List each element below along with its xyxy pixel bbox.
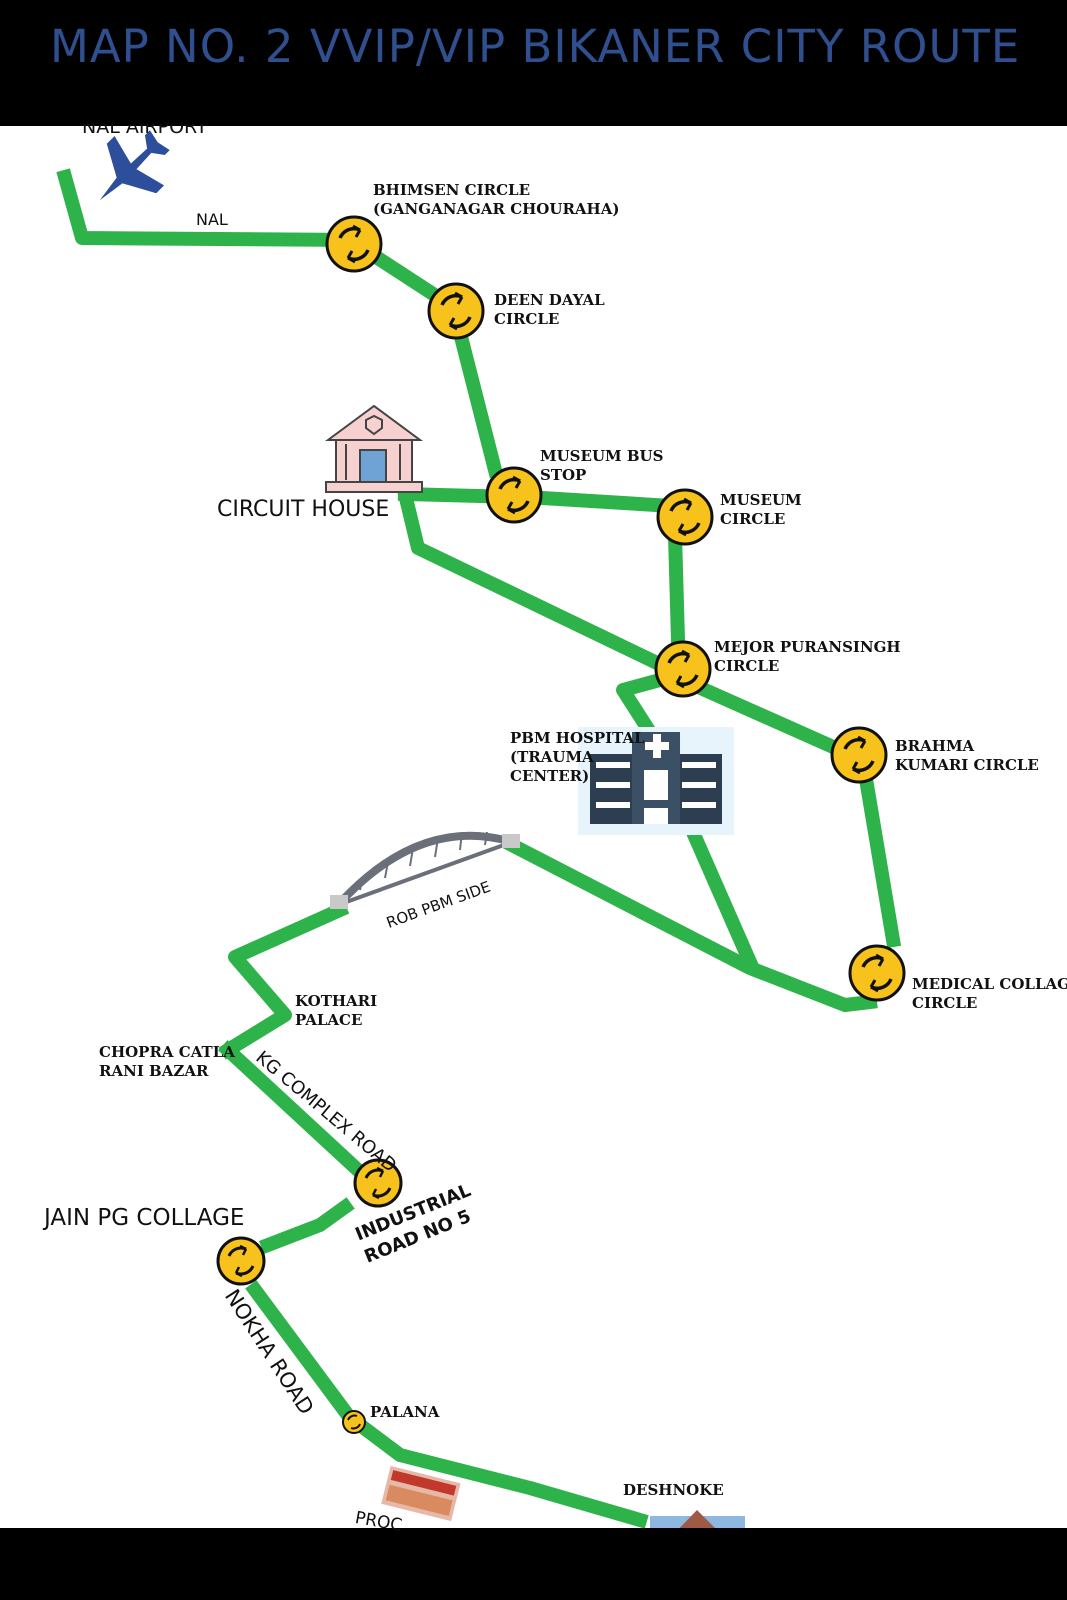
route-segment-mejor-brahma: [695, 680, 850, 760]
bhimsen-circle-label: BHIMSEN CIRCLE (GANGANAGAR CHOURAHA): [373, 181, 620, 218]
roundabout-icon: [830, 726, 888, 784]
hospital-icon: [578, 727, 734, 835]
deshnoke-label: DESHNOKE: [623, 1481, 724, 1499]
route-segment-medical-rob: [500, 834, 878, 1012]
roundabout-icon: [427, 282, 485, 340]
nal-label: NAL: [196, 210, 228, 229]
route-segment-museum-circle-mejor: [667, 527, 686, 648]
page-title: MAP NO. 2 VVIP/VIP BIKANER CITY ROUTE: [50, 20, 1021, 73]
roundabouts: [216, 215, 906, 1434]
deen-dayal-circle-label: DEEN DAYAL CIRCLE: [494, 291, 605, 328]
airplane-icon: [99, 130, 170, 201]
route-segment-hospital-medical-link: [682, 820, 760, 972]
route-segment-deen-dayal-museum-bus-stop: [449, 316, 504, 479]
government-building-icon: [324, 404, 424, 493]
route-segment-museum-bus-stop-circuit-house: [397, 486, 488, 504]
procession-photo: [377, 1462, 465, 1525]
route-segment-airport-bhimsen: [56, 168, 358, 248]
chopra-catla-label: CHOPRA CATLA RANI BAZAR: [99, 1043, 235, 1080]
jain-pg-collage-label: JAIN PG COLLAGE: [44, 1205, 245, 1231]
route-segment-circuit-house-mejor: [396, 485, 665, 672]
palana-label: PALANA: [370, 1403, 440, 1421]
route-lines: [56, 168, 902, 1529]
circuit-house-label: CIRCUIT HOUSE: [217, 497, 390, 522]
roundabout-icon: [654, 640, 712, 698]
roundabout-icon: [342, 1410, 366, 1434]
header-band: MAP NO. 2 VVIP/VIP BIKANER CITY ROUTE: [0, 0, 1067, 126]
roundabout-icon: [848, 944, 906, 1002]
museum-circle-label: MUSEUM CIRCLE: [720, 491, 802, 528]
roundabout-icon: [353, 1158, 403, 1208]
footer-band: [0, 1528, 1067, 1600]
museum-bus-stop-label: MUSEUM BUS STOP: [540, 447, 664, 484]
route-segment-brahma-medical: [858, 776, 902, 949]
route-segment-industrial-jain: [258, 1197, 355, 1255]
rob-bridge: [330, 831, 520, 909]
route-segment-mejor-hospital-link: [616, 671, 669, 750]
mejor-puransingh-circle-label: MEJOR PURANSINGH CIRCLE: [714, 638, 901, 675]
roundabout-icon: [656, 488, 714, 546]
roundabout-icon: [485, 466, 543, 524]
kothari-palace-label: KOTHARI PALACE: [295, 992, 378, 1029]
route-segment-nokha-road: [245, 1280, 360, 1428]
brahma-kumari-circle-label: BRAHMA KUMARI CIRCLE: [895, 737, 1039, 774]
route-segment-palana-deshnoke: [350, 1415, 649, 1529]
bridge-icon: [330, 831, 520, 909]
route-segment-rob-kothari: [218, 900, 350, 1060]
roundabout-icon: [325, 215, 383, 273]
route-segment-chopra-kg-complex: [218, 1040, 370, 1182]
airport-label: NAL AIRPORT: [82, 116, 208, 138]
medical-collage-circle-label: MEDICAL COLLAGE CIRCLE: [912, 975, 1067, 1012]
pbm-hospital-label: PBM HOSPITAL (TRAUMA CENTER): [510, 729, 645, 785]
roundabout-icon: [216, 1236, 266, 1286]
